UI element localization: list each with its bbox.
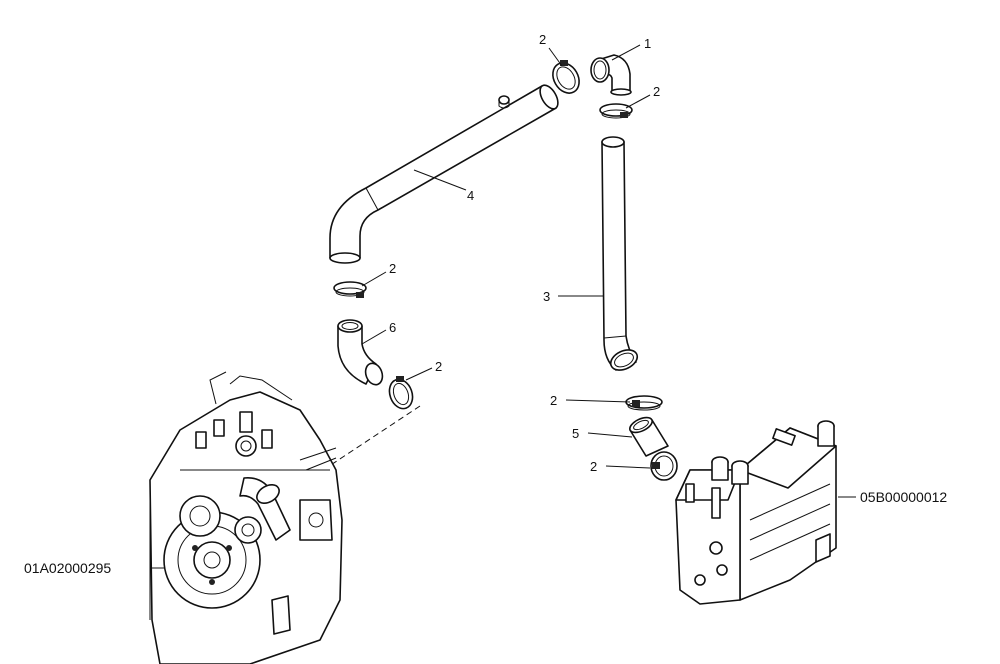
callout-2-clamp-left-upper: 2 (389, 261, 396, 276)
part-3-straight-hose (601, 136, 639, 371)
callout-5: 5 (572, 426, 579, 441)
callout-2-clamp-right-middle: 2 (550, 393, 557, 408)
part-6-short-elbow (337, 319, 384, 386)
clamp-right-lower (650, 451, 678, 481)
callout-2-clamp-top-right: 2 (653, 84, 660, 99)
callout-4: 4 (467, 188, 474, 203)
callout-3: 3 (543, 289, 550, 304)
callout-6: 6 (389, 320, 396, 335)
cooler-assembly (675, 420, 837, 605)
reference-radiator: 05B00000012 (860, 489, 947, 505)
callout-1: 1 (644, 36, 651, 51)
part-1-elbow (590, 54, 632, 96)
reference-engine: 01A02000295 (24, 560, 111, 576)
clamp-left-upper (333, 281, 367, 298)
clamp-left-lower (388, 376, 414, 410)
part-4-bent-hose (329, 84, 559, 264)
clamp-right-middle (625, 395, 663, 411)
part-5-short-hose (629, 416, 669, 457)
clamp-top-right (599, 103, 633, 119)
leader-lines (150, 44, 856, 569)
engine-assembly (149, 371, 343, 664)
clamp-top-left (552, 60, 580, 94)
callout-2-clamp-left-lower: 2 (435, 359, 442, 374)
callout-2-clamp-right-lower: 2 (590, 459, 597, 474)
callout-2-clamp-top-left: 2 (539, 32, 546, 47)
